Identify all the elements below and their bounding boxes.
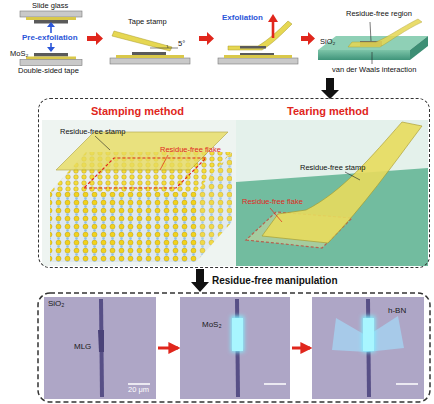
mos2-glow <box>231 316 244 352</box>
exfoliation-panel <box>218 14 298 64</box>
step-arrow <box>292 347 310 350</box>
mlg-flake <box>235 299 240 397</box>
part-label: Double-sided tape <box>18 67 79 75</box>
micrograph: MoS₂ <box>180 297 290 399</box>
part-label: MoS₂ <box>10 50 28 58</box>
pre-exfoliation-panel <box>20 11 82 66</box>
part-label: SiO₂ <box>320 38 335 46</box>
step-arrow <box>158 347 178 350</box>
part-label: Residue-free region <box>346 10 412 18</box>
micrograph: h-BN <box>312 297 424 399</box>
mos2-glow <box>362 316 375 352</box>
dashed-panel: Stamping method Tearing method <box>38 98 430 268</box>
material-label: MLG <box>74 343 91 352</box>
tearing-illustration <box>236 120 428 266</box>
angle-label: 5° <box>178 40 185 48</box>
step-label: Pre-exfoliation <box>22 34 78 43</box>
tape-stamp-panel <box>110 31 190 64</box>
material-label: h-BN <box>388 307 406 316</box>
step-arrow <box>87 32 103 45</box>
step-label: Residue-free manipulation <box>212 275 338 286</box>
part-label: Residue-free flake <box>242 198 303 206</box>
mlg-flake <box>98 330 104 352</box>
step-arrow <box>301 32 315 45</box>
part-label: van der Waals interaction <box>332 66 416 74</box>
step-label: Exfoliation <box>222 14 263 23</box>
part-label: Residue-free flake <box>160 146 221 154</box>
scale-bar <box>396 383 418 385</box>
step-arrow <box>199 32 214 45</box>
part-label: Residue-free stamp <box>300 164 365 172</box>
down-arrow <box>321 78 339 99</box>
part-label: Residue-free stamp <box>60 128 125 136</box>
method-title: Stamping method <box>91 105 184 117</box>
scale-label: 20 μm <box>128 386 149 394</box>
sio2-panel <box>318 19 428 64</box>
substrate-label: SiO₂ <box>48 300 64 309</box>
mos2-flake <box>232 318 243 351</box>
scale-bar <box>128 383 150 385</box>
down-arrow <box>191 269 209 292</box>
material-label: MoS₂ <box>202 321 222 330</box>
dashed-frame <box>38 293 430 402</box>
hbn-flake <box>332 316 404 352</box>
method-title: Tearing method <box>287 105 369 117</box>
part-label: Tape stamp <box>128 18 167 26</box>
part-label: Slide glass <box>32 2 68 10</box>
mos2-flake <box>363 318 374 351</box>
scale-bar <box>264 383 286 385</box>
mlg-flake <box>366 299 371 397</box>
stamping-illustration <box>42 120 236 266</box>
mlg-flake <box>99 299 104 397</box>
micrograph: SiO₂ MLG 20 μm <box>44 297 156 399</box>
